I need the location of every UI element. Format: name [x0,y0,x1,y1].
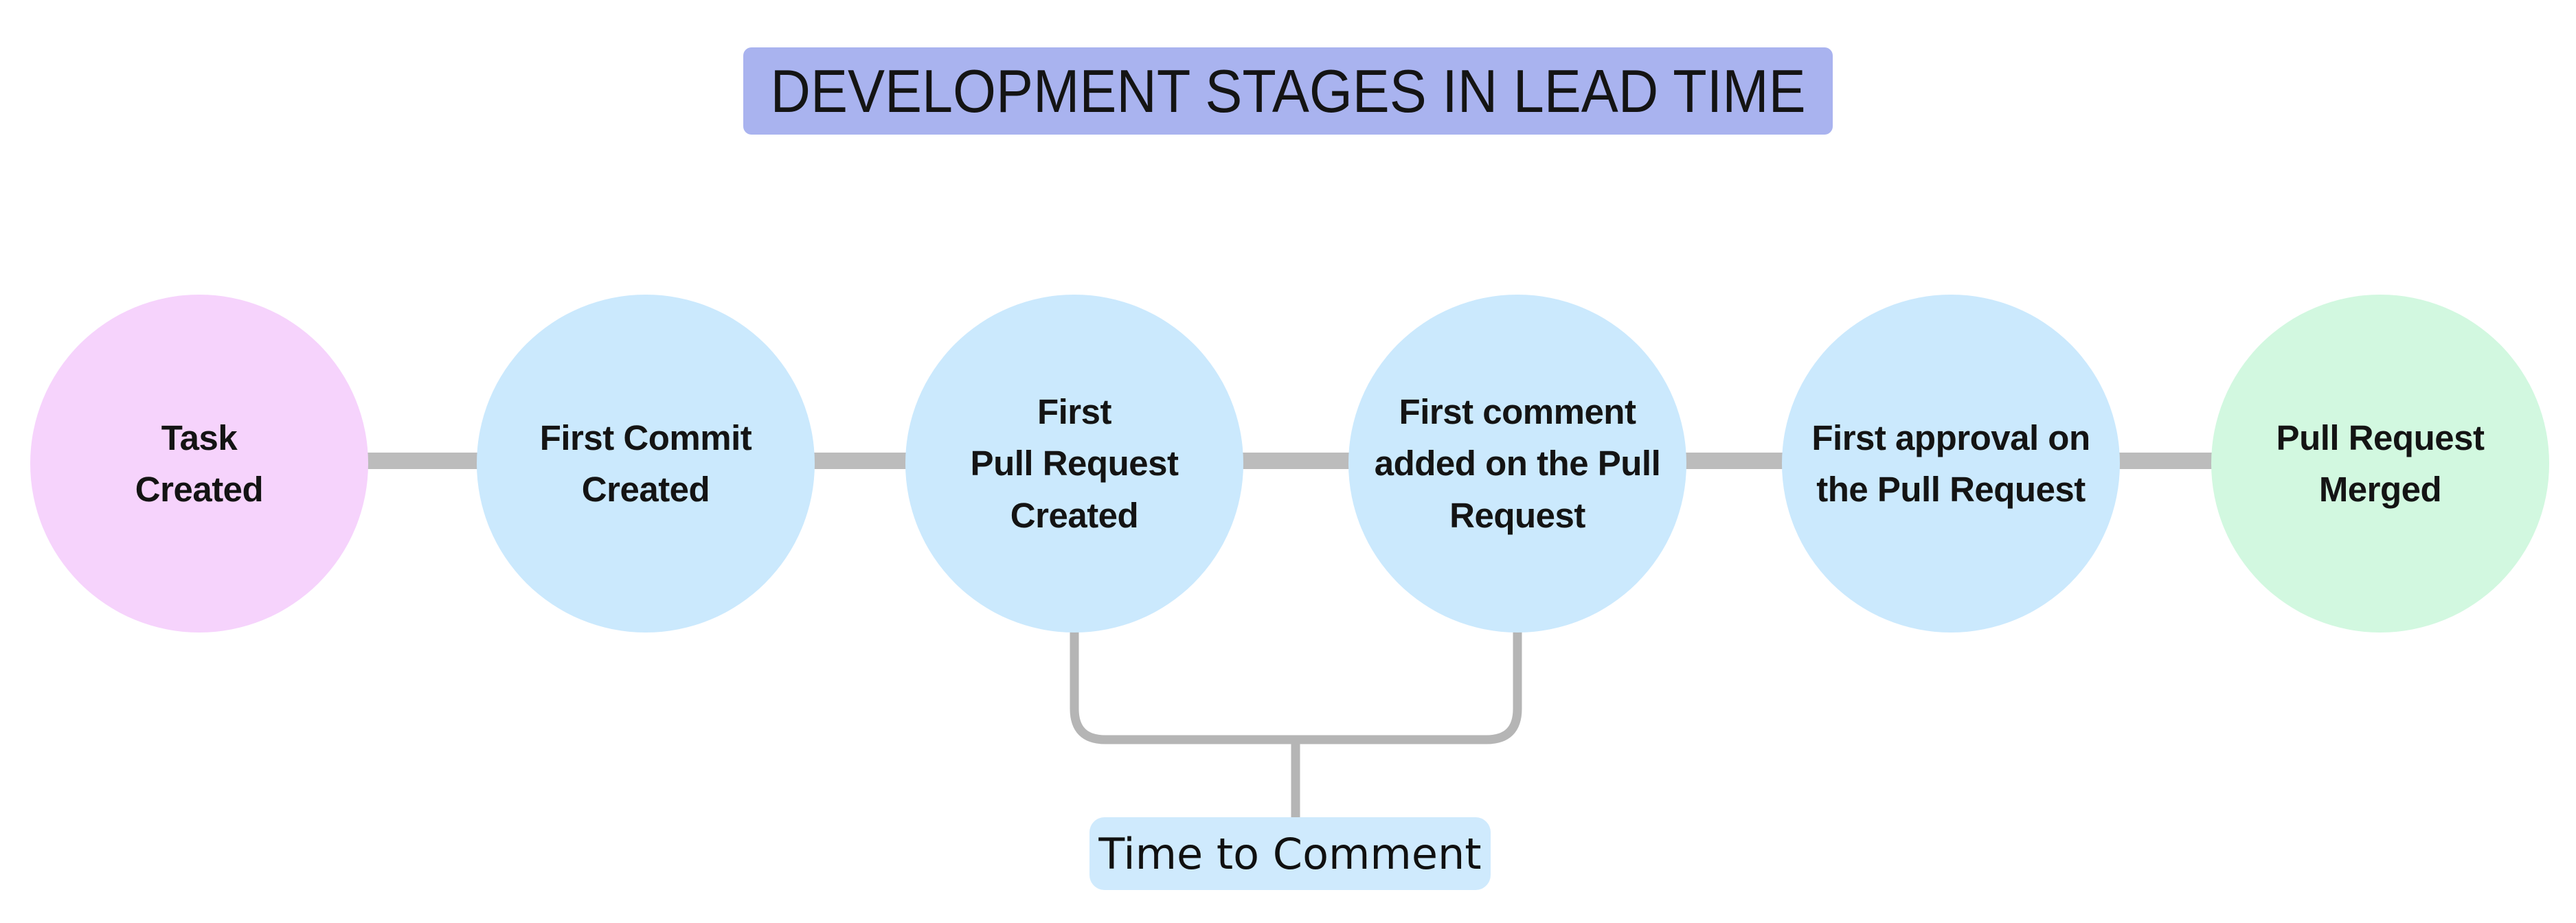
stage-label-line: Pull Request [2276,418,2485,457]
stage-circle-first-commit-created: First Commit Created [477,295,815,633]
stage-label-line: Created [581,470,710,509]
stage-label-line: First approval on [1811,418,2090,457]
stage-label-line: Task [161,418,238,457]
stage-label-line: Created [1010,495,1139,535]
stage-label-line: Created [135,470,264,509]
annotation-label: Time to Comment [1098,828,1482,879]
stage-circle-first-approval: First approval on the Pull Request [1782,295,2120,633]
stage-circle-first-comment-added: First comment added on the Pull Request [1348,295,1686,633]
stage-label-line: First comment [1399,391,1636,431]
bracket-path [1070,628,1522,819]
diagram-title: DEVELOPMENT STAGES IN LEAD TIME [743,47,1833,135]
stage-label-line: Request [1449,495,1585,535]
stage-label-line: added on the Pull [1374,444,1661,483]
stage-circle-task-created: Task Created [30,295,368,633]
stage-label-line: Merged [2318,470,2442,509]
stage-label-line: First Commit [539,418,752,457]
stage-label-line: the Pull Request [1816,470,2086,509]
stage-label-line: First [1037,391,1112,431]
annotation-time-to-comment: Time to Comment [1089,817,1491,890]
stage-circle-pull-request-merged: Pull Request Merged [2211,295,2549,633]
stage-circle-first-pull-request-created: First Pull Request Created [905,295,1243,633]
stage-label-line: Pull Request [970,444,1179,483]
diagram-title-text: DEVELOPMENT STAGES IN LEAD TIME [770,56,1806,125]
